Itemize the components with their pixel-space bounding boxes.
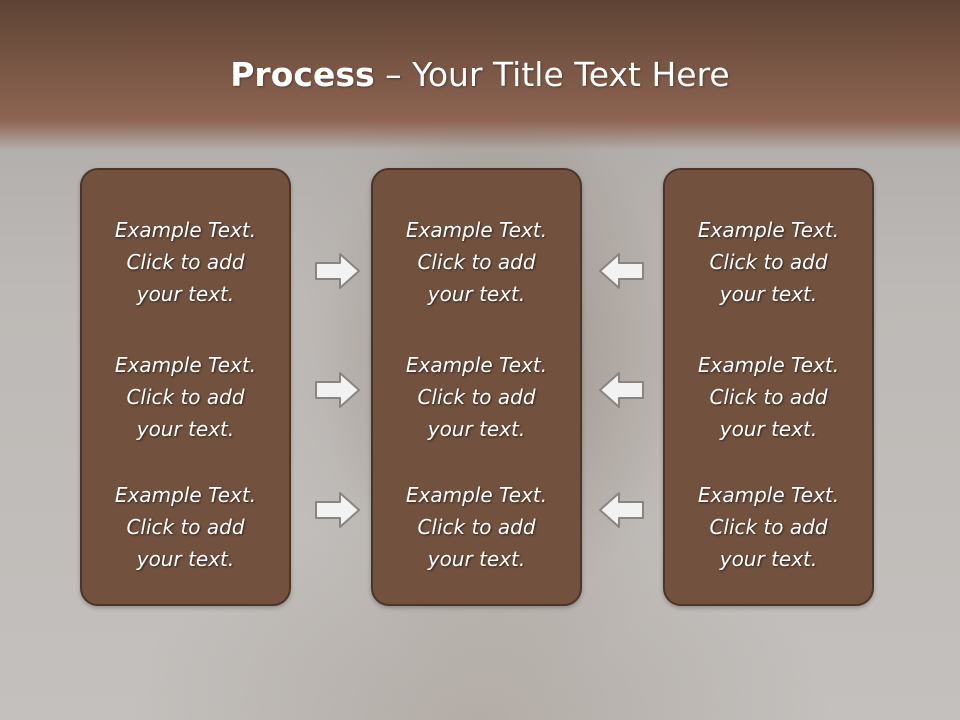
text-block[interactable]: Example Text. Click to add your text. [373,479,580,575]
arrow-right-icon [314,251,362,291]
text-line: your text. [719,282,818,306]
text-line: your text. [427,417,526,441]
text-line: Example Text. [114,483,257,507]
text-line: your text. [427,282,526,306]
title-band [0,0,960,150]
text-line: Click to add [709,385,828,409]
text-line: your text. [719,547,818,571]
text-line: Click to add [417,515,536,539]
text-line: your text. [719,417,818,441]
text-line: Click to add [709,515,828,539]
panel-center[interactable]: Example Text. Click to add your text. Ex… [371,168,582,606]
title-bold-text: Process [230,55,375,94]
arrow-right-icon [314,370,362,410]
text-line: Click to add [417,385,536,409]
arrow-left-icon [597,370,645,410]
text-block[interactable]: Example Text. Click to add your text. [665,479,872,575]
slide-title[interactable]: Process – Your Title Text Here [0,52,960,98]
text-block[interactable]: Example Text. Click to add your text. [373,349,580,445]
title-rest-text: – Your Title Text Here [374,55,730,94]
text-block[interactable]: Example Text. Click to add your text. [665,349,872,445]
text-line: your text. [136,547,235,571]
text-line: your text. [427,547,526,571]
text-line: Click to add [126,250,245,274]
text-block[interactable]: Example Text. Click to add your text. [82,349,289,445]
text-block[interactable]: Example Text. Click to add your text. [82,214,289,310]
text-block[interactable]: Example Text. Click to add your text. [82,479,289,575]
text-line: Example Text. [114,353,257,377]
text-line: Click to add [126,515,245,539]
text-line: Example Text. [697,353,840,377]
text-block[interactable]: Example Text. Click to add your text. [373,214,580,310]
panel-left[interactable]: Example Text. Click to add your text. Ex… [80,168,291,606]
text-line: Example Text. [405,353,548,377]
text-line: Click to add [709,250,828,274]
text-line: Example Text. [405,218,548,242]
arrow-left-icon [597,251,645,291]
text-line: Click to add [126,385,245,409]
panel-right[interactable]: Example Text. Click to add your text. Ex… [663,168,874,606]
text-line: your text. [136,417,235,441]
text-line: Example Text. [697,218,840,242]
text-line: Example Text. [405,483,548,507]
text-block[interactable]: Example Text. Click to add your text. [665,214,872,310]
text-line: Click to add [417,250,536,274]
arrow-left-icon [597,490,645,530]
text-line: Example Text. [697,483,840,507]
arrow-right-icon [314,490,362,530]
text-line: Example Text. [114,218,257,242]
text-line: your text. [136,282,235,306]
